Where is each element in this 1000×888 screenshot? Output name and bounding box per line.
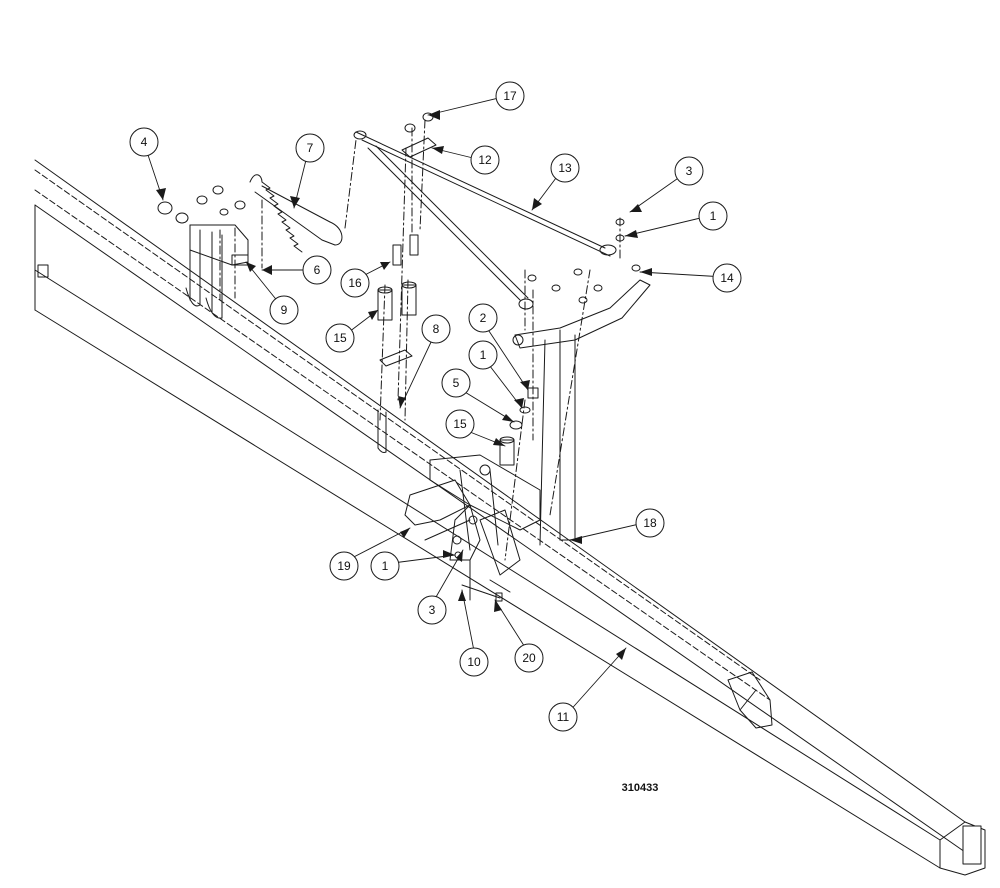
- callout-15a: 15: [333, 331, 347, 345]
- hinge-assembly: [404, 454, 541, 601]
- callout-17: 17: [503, 89, 517, 103]
- callout-circle-6: [302, 255, 332, 285]
- callout-2: 2: [480, 311, 487, 325]
- callout-circle-7: [295, 133, 325, 163]
- callout-circle-3b: [417, 595, 447, 625]
- callout-circle-12: [470, 145, 500, 175]
- arm-14: [512, 218, 651, 546]
- callout-3b: 3: [429, 603, 436, 617]
- upper-tube: [34, 169, 771, 701]
- callout-circles: [129, 81, 742, 732]
- callout-labels: 4 7 6 9 16 15 8 17 12 13 3 1 14 2 1 5 15…: [141, 89, 734, 724]
- callout-circle-8: [421, 314, 451, 344]
- callout-circle-20: [514, 643, 544, 673]
- callout-16: 16: [348, 276, 362, 290]
- callout-circle-17: [495, 81, 525, 111]
- end-bracket: [727, 671, 773, 729]
- callout-1b: 1: [480, 348, 487, 362]
- callout-20: 20: [522, 651, 536, 665]
- callout-circle-4: [129, 127, 159, 157]
- callout-circle-15b: [445, 409, 475, 439]
- callout-circle-10: [459, 647, 489, 677]
- callout-circle-1c: [370, 551, 400, 581]
- callout-circle-11: [548, 702, 578, 732]
- cable-13: [353, 130, 617, 310]
- callout-11: 11: [557, 710, 570, 724]
- callout-8: 8: [433, 322, 440, 336]
- callout-circle-9: [269, 295, 299, 325]
- top-link-12: [401, 112, 437, 158]
- nuts-4: [157, 185, 246, 224]
- callout-9: 9: [281, 303, 288, 317]
- callout-13: 13: [558, 161, 572, 175]
- callout-10: 10: [467, 655, 481, 669]
- callout-12: 12: [478, 153, 492, 167]
- callout-4: 4: [141, 135, 148, 149]
- callout-circle-5: [441, 368, 471, 398]
- callout-circle-19: [329, 551, 359, 581]
- callout-circle-13: [550, 153, 580, 183]
- callout-18: 18: [643, 516, 657, 530]
- callout-6: 6: [314, 263, 321, 277]
- callout-3a: 3: [686, 164, 693, 178]
- callout-7: 7: [307, 141, 314, 155]
- spring-7: [249, 174, 343, 253]
- callout-circle-2: [468, 303, 498, 333]
- callout-15b: 15: [453, 417, 467, 431]
- arrow-heads: [156, 110, 652, 660]
- callout-circle-18: [635, 508, 665, 538]
- callout-circle-16: [340, 268, 370, 298]
- main-beam: [34, 159, 986, 876]
- callout-1c: 1: [382, 559, 389, 573]
- link-plate-8: [377, 349, 413, 453]
- callout-1a: 1: [710, 209, 717, 223]
- callout-circle-15a: [325, 323, 355, 353]
- callout-19: 19: [337, 559, 351, 573]
- callout-14: 14: [720, 271, 734, 285]
- pin-10-20: [461, 584, 503, 602]
- callout-circle-14: [712, 263, 742, 293]
- bushings-15-16: [377, 234, 515, 466]
- callout-5: 5: [453, 376, 460, 390]
- spring-bracket: [185, 224, 249, 319]
- callout-circle-3a: [674, 156, 704, 186]
- callout-circle-1a: [698, 201, 728, 231]
- figure-number: 310433: [622, 782, 659, 794]
- callout-circle-1b: [468, 340, 498, 370]
